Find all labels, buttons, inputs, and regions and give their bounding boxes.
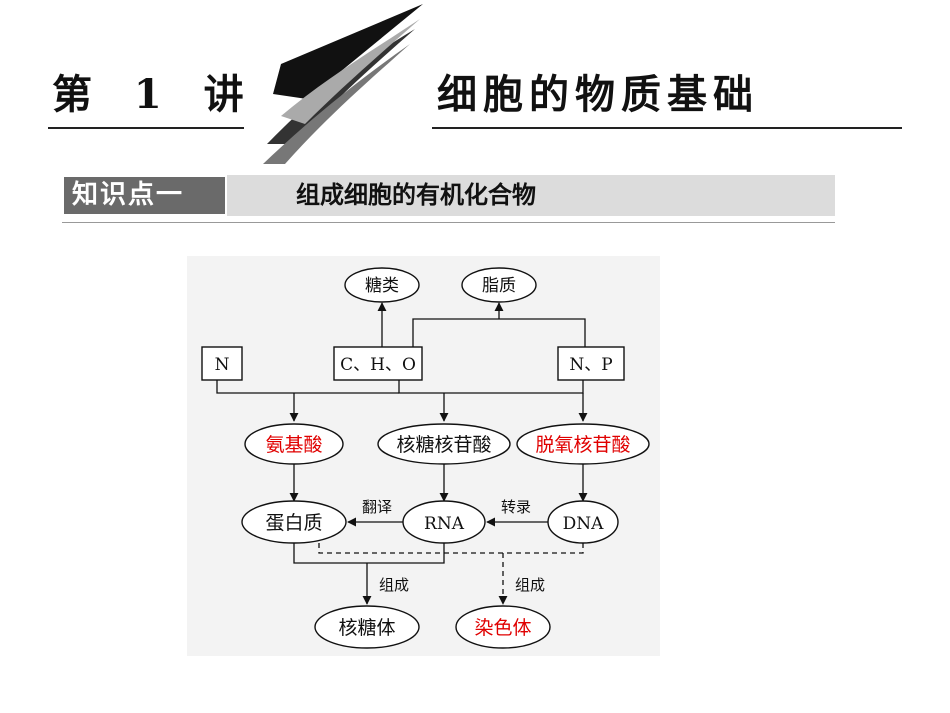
node-rna xyxy=(402,500,486,544)
node-cho xyxy=(333,346,423,381)
label-np: N、P xyxy=(569,355,612,375)
section-label: 知识点一 xyxy=(62,175,227,216)
label-tuoyanghegansuan: 脱氧核苷酸 xyxy=(535,434,630,456)
edge-cho-np-join xyxy=(398,370,584,394)
label-hetanghegansuan: 核糖核苷酸 xyxy=(396,434,491,456)
page-title: 细胞的物质基础 xyxy=(437,71,759,118)
organic-compounds-diagram: 糖类 脂质 N C、H、O N、P 氨基酸 核糖核苷酸 脱氧核苷酸 蛋白质 RN… xyxy=(187,256,660,656)
edge-label-zucheng-2: 组成 xyxy=(515,576,545,594)
title-rule-right xyxy=(432,127,902,129)
lecture-label: 第 1 讲 xyxy=(52,71,258,118)
label-ransheti: 染色体 xyxy=(474,617,531,639)
title-rule-left xyxy=(48,127,244,129)
node-tanglei xyxy=(344,267,420,303)
node-hetangti xyxy=(314,605,420,649)
label-cho: C、H、O xyxy=(340,355,416,375)
label-dna: DNA xyxy=(563,514,605,534)
label-anjisuan: 氨基酸 xyxy=(265,434,322,456)
node-dna xyxy=(547,500,619,544)
label-hetangti: 核糖体 xyxy=(338,617,395,639)
node-zhizhi xyxy=(461,267,537,303)
label-danbaizhi: 蛋白质 xyxy=(265,512,322,534)
edge-chromosome-join xyxy=(318,543,584,554)
section-underline xyxy=(62,222,835,223)
node-np xyxy=(557,346,625,381)
node-anjisuan xyxy=(244,423,344,465)
label-zhizhi: 脂质 xyxy=(482,276,516,296)
node-hetanghegansuan xyxy=(377,423,511,465)
edge-label-zucheng-1: 组成 xyxy=(379,576,409,594)
node-n xyxy=(201,346,243,381)
edge-label-zhuanlu: 转录 xyxy=(501,498,531,516)
section-title: 组成细胞的有机化合物 xyxy=(296,181,536,209)
label-rna: RNA xyxy=(424,514,465,534)
label-tanglei: 糖类 xyxy=(365,276,399,296)
swoosh-logo xyxy=(263,4,423,164)
node-tuoyanghegansuan xyxy=(516,423,650,465)
label-n: N xyxy=(215,355,230,375)
node-danbaizhi xyxy=(241,500,347,544)
edge-label-fanyi: 翻译 xyxy=(362,498,392,516)
node-ransheti xyxy=(455,605,551,649)
